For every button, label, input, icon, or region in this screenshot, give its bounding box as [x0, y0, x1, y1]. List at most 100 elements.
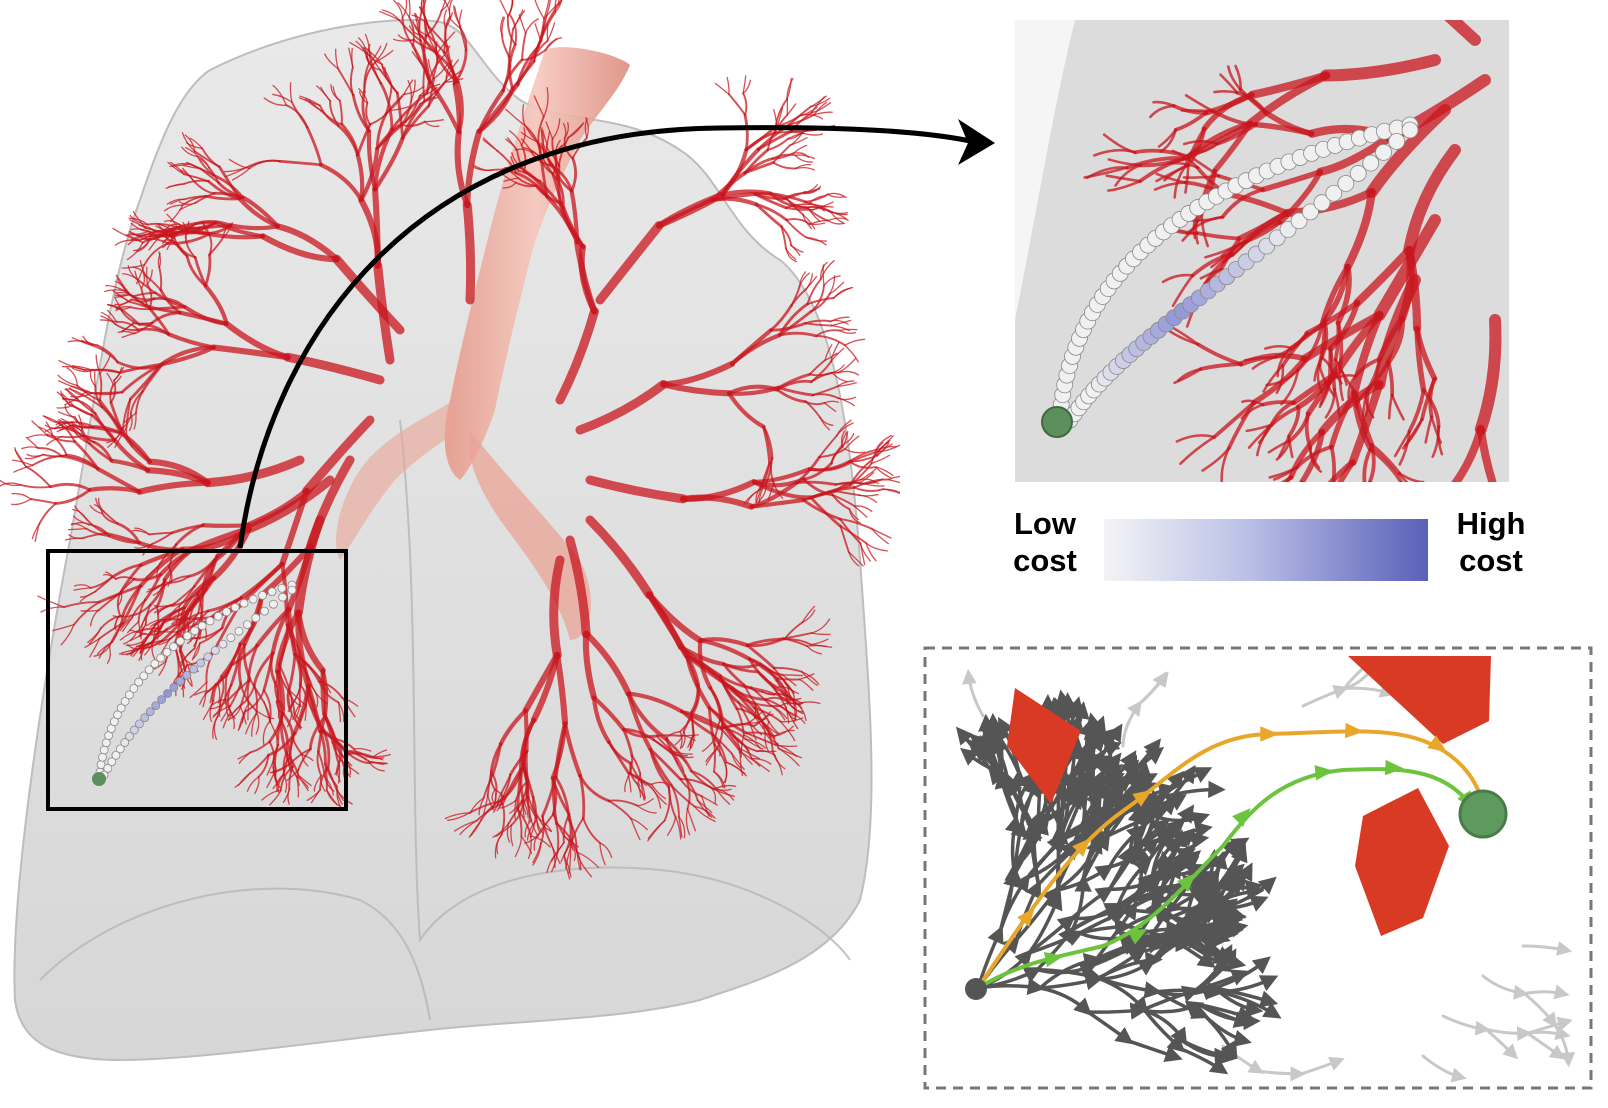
branch	[524, 833, 540, 844]
branch	[49, 482, 92, 492]
branch	[322, 712, 337, 744]
branch	[85, 518, 107, 535]
branch	[445, 59, 460, 82]
start-dot-icon	[965, 978, 987, 1000]
branch	[202, 221, 210, 235]
branch	[1241, 399, 1265, 406]
branch	[46, 433, 63, 438]
branch	[690, 770, 712, 789]
path-sphere	[1325, 184, 1343, 202]
branch	[60, 454, 100, 471]
branch	[1149, 104, 1176, 119]
branch	[37, 447, 63, 458]
branch	[153, 602, 176, 608]
branch	[369, 109, 391, 126]
branch	[1107, 179, 1142, 192]
branch	[31, 420, 49, 437]
branch	[167, 161, 185, 175]
branch	[739, 751, 761, 767]
branch	[115, 306, 132, 312]
branch	[678, 816, 683, 838]
branch	[607, 740, 632, 765]
arrowhead-icon	[1132, 789, 1153, 807]
path-sphere	[115, 744, 125, 754]
path-sphere	[258, 590, 267, 600]
branch	[152, 296, 187, 309]
branch	[650, 783, 667, 800]
branch	[630, 818, 648, 831]
branch	[66, 367, 78, 387]
branch	[787, 700, 804, 713]
arrowhead-icon	[1384, 759, 1404, 776]
branch	[365, 57, 381, 71]
branch	[1362, 447, 1373, 482]
branch	[177, 310, 229, 326]
branch	[130, 644, 144, 657]
branch	[381, 9, 401, 21]
branch	[1025, 833, 1065, 880]
branch	[189, 681, 208, 699]
branch	[444, 812, 471, 820]
branch	[1035, 925, 1076, 972]
branch	[1365, 104, 1451, 199]
branch	[1138, 156, 1189, 184]
branch	[280, 561, 290, 627]
branch	[1343, 187, 1376, 271]
branch	[104, 284, 125, 292]
path-sphere	[1290, 212, 1308, 230]
path-sphere	[189, 664, 199, 674]
cost-gradient-bar	[1104, 519, 1428, 581]
branch	[119, 631, 138, 641]
branch	[324, 776, 334, 796]
branch	[90, 391, 124, 395]
branch	[496, 791, 503, 807]
branch	[422, 67, 426, 103]
branch	[109, 379, 117, 404]
branch	[372, 753, 391, 758]
branch	[222, 222, 234, 238]
path-sphere	[203, 652, 213, 662]
branch	[1300, 310, 1384, 363]
cost-legend: Low cost High cost	[1000, 505, 1550, 605]
branch	[427, 34, 446, 54]
branch	[1277, 169, 1323, 225]
branch	[118, 362, 165, 375]
branch	[151, 641, 156, 660]
branch	[149, 628, 168, 644]
branch	[527, 796, 533, 822]
branch	[583, 630, 632, 697]
branch	[68, 387, 84, 396]
branch	[403, 85, 425, 95]
branch	[627, 775, 632, 793]
branch	[61, 393, 74, 406]
path-sphere	[157, 695, 166, 704]
branch	[142, 623, 157, 645]
branch	[526, 802, 531, 823]
low-label-line2: cost	[1013, 543, 1077, 578]
lung-lower-fold	[39, 887, 431, 1021]
branch	[263, 97, 287, 106]
branch	[68, 534, 84, 539]
branch	[1193, 969, 1250, 993]
branch	[748, 657, 779, 681]
path-sphere	[134, 677, 144, 687]
branch	[153, 630, 178, 633]
branch	[93, 370, 97, 387]
branch	[163, 204, 184, 212]
branch	[421, 35, 438, 55]
branch	[292, 737, 303, 756]
branch	[1077, 930, 1138, 948]
path-sphere	[169, 642, 178, 652]
branch	[1373, 214, 1441, 321]
branch	[237, 772, 251, 787]
branch	[347, 752, 374, 758]
branch	[562, 721, 583, 778]
branch	[516, 807, 532, 837]
branch	[182, 195, 207, 201]
branch	[268, 740, 275, 763]
branch	[491, 773, 498, 796]
branch	[158, 660, 167, 676]
branch	[495, 824, 512, 838]
branch	[44, 424, 63, 430]
branch	[1313, 356, 1324, 382]
